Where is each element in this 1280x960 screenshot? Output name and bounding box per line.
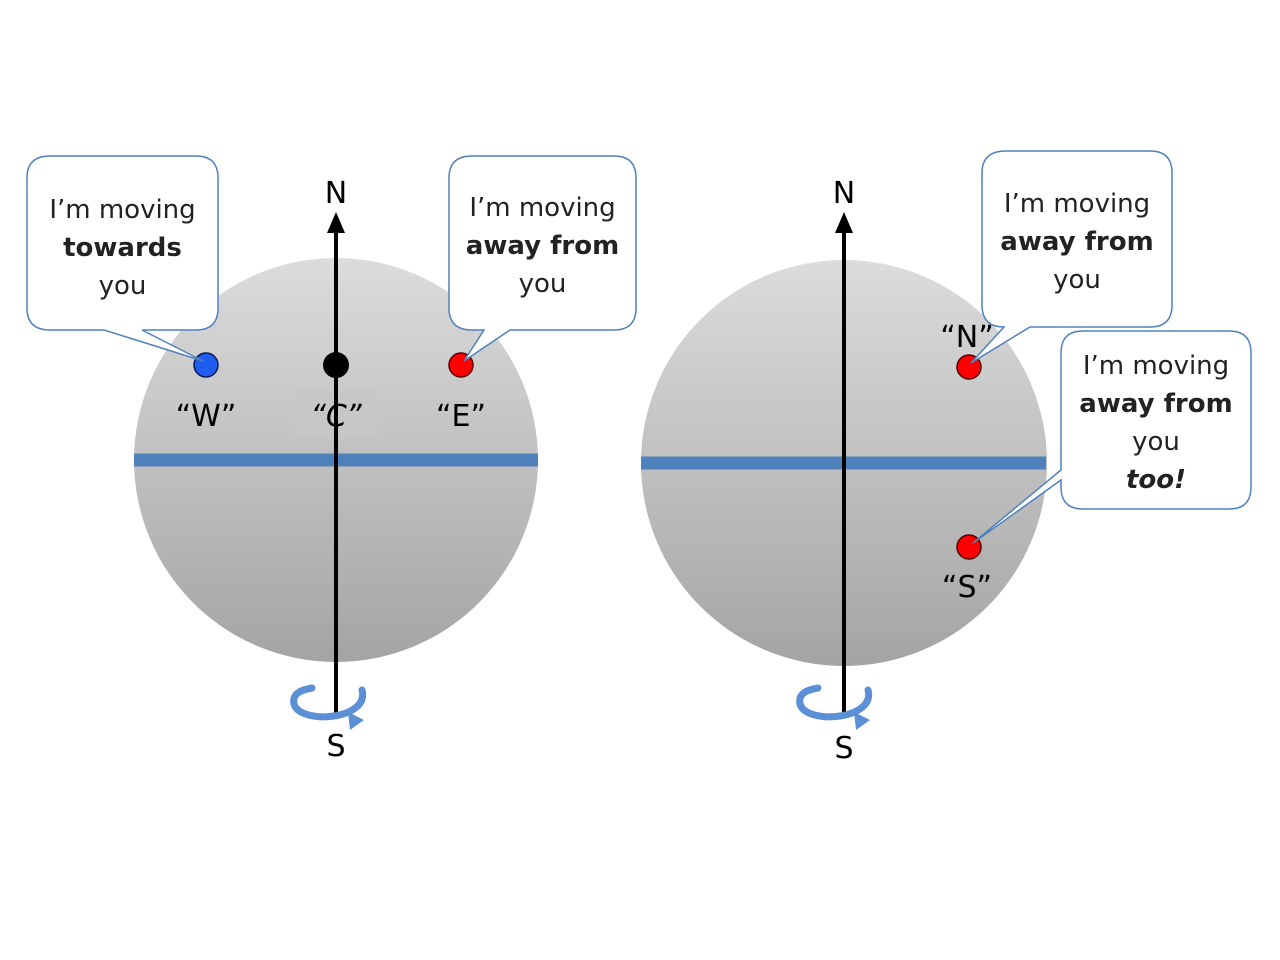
south-callout-text: I’m moving away from you too! (1061, 347, 1251, 499)
west-callout-shape (26, 155, 219, 362)
east-callout-shape (448, 155, 637, 362)
left-south-label: S (326, 729, 345, 764)
east-callout-line3: you (518, 269, 567, 299)
right-south-label: S (834, 731, 853, 766)
west-point-label: “W” (176, 399, 237, 434)
center-point-label: “C” (310, 399, 362, 434)
west-callout-line1: I’m moving (49, 195, 196, 225)
south-callout-line2: away from (1079, 389, 1233, 419)
left-north-label: N (325, 176, 347, 211)
west-callout-line2: towards (63, 233, 182, 263)
north-callout-text: I’m moving away from you (982, 185, 1172, 299)
east-point-label: “E” (436, 399, 486, 434)
north-callout-line1: I’m moving (1003, 189, 1151, 219)
north-callout-line3: you (1053, 265, 1101, 295)
east-callout-line1: I’m moving (469, 193, 616, 223)
center-point-dot (323, 352, 349, 378)
south-callout-line4: too! (1125, 465, 1186, 495)
right-north-label: N (833, 176, 855, 211)
left-rotation-arrow-icon (290, 684, 366, 730)
north-callout-line2: away from (1000, 227, 1154, 257)
left-globe: N S “W” “C” “E” (26, 155, 637, 764)
right-globe: N S “N” “S” (641, 150, 1252, 766)
east-callout-line2: away from (465, 231, 620, 261)
west-point-dot (193, 352, 219, 378)
left-axis-arrowhead (327, 212, 345, 233)
west-callout-text: I’m moving towards you (27, 191, 218, 305)
right-rotation-arrow-icon (796, 684, 872, 730)
south-point-label: “S” (942, 570, 992, 605)
north-callout-shape (970, 150, 1173, 364)
south-callout-shape (972, 330, 1252, 544)
right-axis-arrowhead (835, 212, 853, 233)
west-callout-line3: you (98, 271, 147, 301)
east-callout-text: I’m moving away from you (449, 189, 636, 303)
south-callout-line3: you (1132, 427, 1180, 457)
south-callout-line1: I’m moving (1082, 351, 1230, 381)
